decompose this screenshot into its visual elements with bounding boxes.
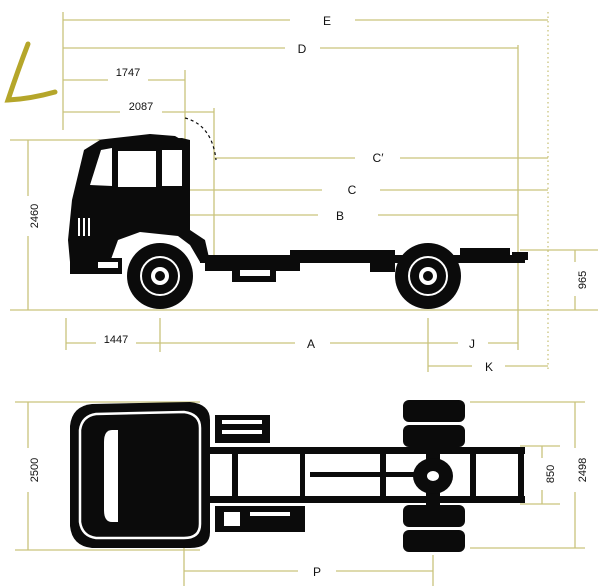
dimension-P: P (183, 545, 434, 586)
label-B: B (336, 209, 344, 223)
dimension-K: K (428, 360, 548, 374)
dimension-1447: 1447 (66, 334, 160, 346)
label-2500: 2500 (29, 458, 41, 482)
label-P: P (313, 565, 321, 579)
label-E: E (323, 14, 331, 28)
dimension-850: 850 (520, 445, 560, 505)
front-wheel (127, 243, 193, 309)
label-850: 850 (545, 465, 557, 483)
label-D: D (298, 42, 307, 56)
label-2087: 2087 (129, 101, 153, 113)
handwritten-mark (4, 41, 58, 103)
top-view: 2500 2498 850 P (15, 400, 589, 586)
dimension-A: A (160, 337, 428, 351)
label-2460: 2460 (29, 204, 41, 228)
label-965: 965 (577, 271, 589, 289)
label-2498: 2498 (577, 458, 589, 482)
dimension-2460: 2460 (10, 139, 598, 311)
dimension-J: J (428, 337, 518, 351)
label-1447: 1447 (104, 334, 128, 346)
label-C: C (348, 183, 357, 197)
dimension-D: D (63, 42, 518, 56)
label-C-prime: C′ (373, 151, 385, 165)
rear-wheel (395, 243, 461, 309)
side-view: E D 1747 2087 C′ C (10, 12, 598, 374)
dimension-2498: 2498 (470, 401, 589, 549)
dimension-2087: 2087 (63, 101, 214, 113)
label-1747: 1747 (116, 67, 140, 79)
dimension-B: B (190, 209, 518, 223)
dimension-1747: 1747 (63, 67, 185, 81)
dimension-965: 965 (520, 249, 598, 310)
truck-top-silhouette (70, 400, 525, 552)
label-J: J (469, 337, 475, 351)
truck-side-silhouette (68, 117, 528, 309)
dimension-C-prime: C′ (214, 151, 548, 165)
dimension-C: C (190, 183, 548, 197)
label-A: A (307, 337, 315, 351)
dimension-2500: 2500 (15, 401, 200, 551)
label-K: K (485, 360, 493, 374)
dimension-E: E (63, 14, 548, 28)
